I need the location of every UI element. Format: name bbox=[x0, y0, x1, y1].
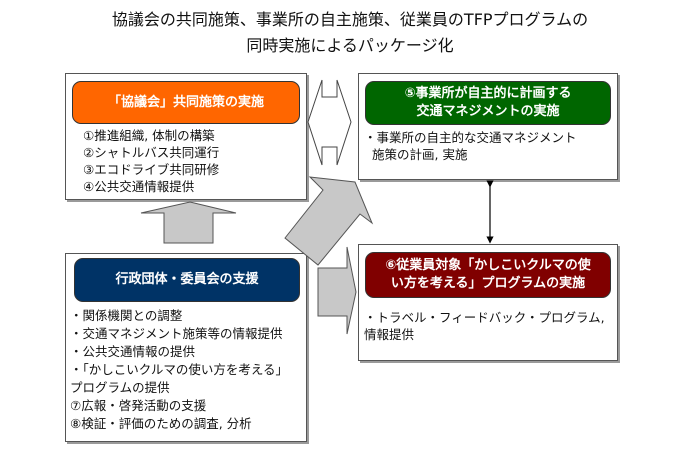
council-item: ③エコドライブ共同研修 bbox=[83, 162, 220, 177]
double-arrow-outline bbox=[306, 80, 352, 165]
government-item: ⑦広報・啓発活動の支援 bbox=[70, 398, 207, 413]
business-header-line2: 交通マネジメントの実施 bbox=[416, 104, 560, 119]
diagram-title-line2: 同時実施によるパッケージ化 bbox=[246, 36, 454, 55]
council-header: 「協議会」共同施策の実施 bbox=[72, 81, 300, 124]
business-header-line1: ⑤事業所が自主的に計画する bbox=[404, 86, 572, 101]
double-arrow-council-business bbox=[307, 79, 352, 166]
government-items: ・関係機関との調整 ・交通マネジメント施策等の情報提供 ・公共交通情報の提供 ・… bbox=[70, 307, 288, 433]
right-arrow-government-to-employee bbox=[317, 246, 357, 335]
government-header: 行政団体・委員会の支援 bbox=[74, 258, 300, 302]
government-item: ・公共交通情報の提供 bbox=[70, 344, 196, 359]
government-item: ・交通マネジメント施策等の情報提供 bbox=[70, 326, 283, 341]
business-item: ・事業所の自主的な交通マネジメント bbox=[364, 130, 577, 145]
government-item: ・「かしこいクルマの使い方を考える」 bbox=[70, 362, 289, 377]
council-item: ④公共交通情報提供 bbox=[83, 179, 195, 194]
government-item: プログラムの提供 bbox=[70, 380, 170, 395]
council-box: 「協議会」共同施策の実施 ①推進組織, 体制の構築 ②シャトルバス共同運行 ③エ… bbox=[65, 73, 307, 200]
employee-header-line2: い方を考える」プログラムの実施 bbox=[390, 276, 586, 291]
business-items: ・事業所の自主的な交通マネジメント 施策の計画, 実施 bbox=[364, 129, 577, 163]
up-arrow-government-to-council bbox=[140, 201, 237, 244]
government-header-text: 行政団体・委員会の支援 bbox=[115, 272, 259, 287]
council-header-text: 「協議会」共同施策の実施 bbox=[107, 94, 264, 110]
council-items: ①推進組織, 体制の構築 ②シャトルバス共同運行 ③エコドライブ共同研修 ④公共… bbox=[83, 127, 219, 195]
employee-box: ⑥従業員対象「かしこいクルマの使 い方を考える」プログラムの実施 ・トラベル・フ… bbox=[358, 244, 618, 361]
employee-header-line1: ⑥従業員対象「かしこいクルマの使 bbox=[385, 258, 591, 273]
government-item: ⑧検証・評価のための調査, 分析 bbox=[70, 416, 252, 431]
council-item: ②シャトルバス共同運行 bbox=[83, 145, 220, 160]
employee-items: ・トラベル・フィードバック・プログラム, 情報提供 bbox=[364, 309, 605, 343]
council-item: ①推進組織, 体制の構築 bbox=[83, 128, 215, 143]
business-box: ⑤事業所が自主的に計画する 交通マネジメントの実施 ・事業所の自主的な交通マネジ… bbox=[358, 73, 618, 180]
business-header: ⑤事業所が自主的に計画する 交通マネジメントの実施 bbox=[365, 81, 611, 125]
employee-header: ⑥従業員対象「かしこいクルマの使 い方を考える」プログラムの実施 bbox=[365, 252, 611, 298]
employee-item: ・トラベル・フィードバック・プログラム, bbox=[364, 310, 605, 325]
diagram-title-line1: 協議会の共同施策、事業所の自主施策、従業員のTFPプログラムの bbox=[111, 10, 589, 29]
business-item: 施策の計画, 実施 bbox=[372, 147, 468, 162]
employee-item: 情報提供 bbox=[364, 327, 415, 342]
government-box: 行政団体・委員会の支援 ・関係機関との調整 ・交通マネジメント施策等の情報提供 … bbox=[65, 253, 307, 442]
government-item: ・関係機関との調整 bbox=[70, 308, 183, 323]
